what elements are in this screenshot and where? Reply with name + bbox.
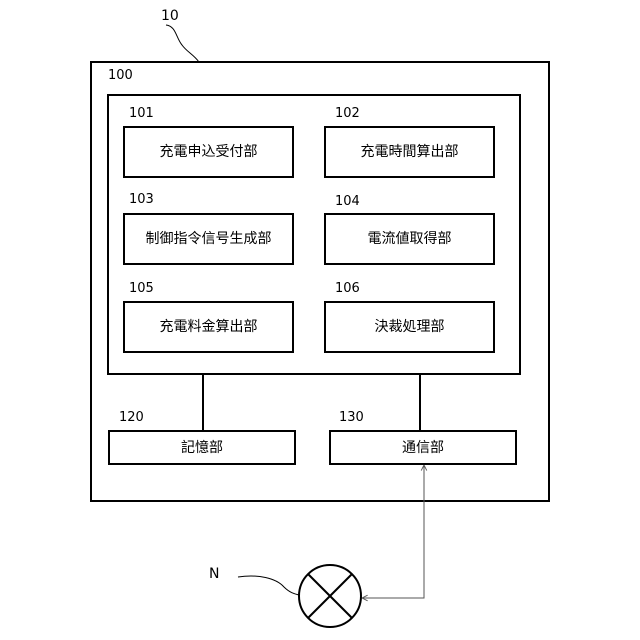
communication-ref: 130 — [339, 410, 364, 426]
module-ref-104: 104 — [335, 194, 360, 210]
network-ref-label: N — [209, 566, 219, 582]
system-ref-label: 10 — [161, 8, 179, 24]
module-label-105: 充電料金算出部 — [125, 318, 292, 336]
communication-label: 通信部 — [331, 439, 515, 457]
leader-line-n — [238, 576, 299, 595]
module-label-102: 充電時間算出部 — [326, 143, 493, 161]
module-box-106: 決裁処理部 — [324, 301, 495, 353]
module-label-106: 決裁処理部 — [326, 318, 493, 336]
storage-box: 記憶部 — [108, 430, 296, 465]
module-label-104: 電流値取得部 — [326, 230, 493, 248]
leader-line-10 — [166, 25, 199, 62]
module-ref-106: 106 — [335, 281, 360, 297]
module-box-103: 制御指令信号生成部 — [123, 213, 294, 265]
module-box-104: 電流値取得部 — [324, 213, 495, 265]
network-node — [299, 565, 361, 627]
module-ref-102: 102 — [335, 106, 360, 122]
storage-label: 記憶部 — [110, 439, 294, 457]
module-ref-103: 103 — [129, 192, 154, 208]
module-box-101: 充電申込受付部 — [123, 126, 294, 178]
network-link — [362, 465, 424, 598]
module-ref-101: 101 — [129, 106, 154, 122]
device-ref-label: 100 — [108, 68, 133, 84]
module-label-103: 制御指令信号生成部 — [125, 230, 292, 248]
module-box-105: 充電料金算出部 — [123, 301, 294, 353]
module-ref-105: 105 — [129, 281, 154, 297]
storage-ref: 120 — [119, 410, 144, 426]
communication-box: 通信部 — [329, 430, 517, 465]
module-label-101: 充電申込受付部 — [125, 143, 292, 161]
module-box-102: 充電時間算出部 — [324, 126, 495, 178]
